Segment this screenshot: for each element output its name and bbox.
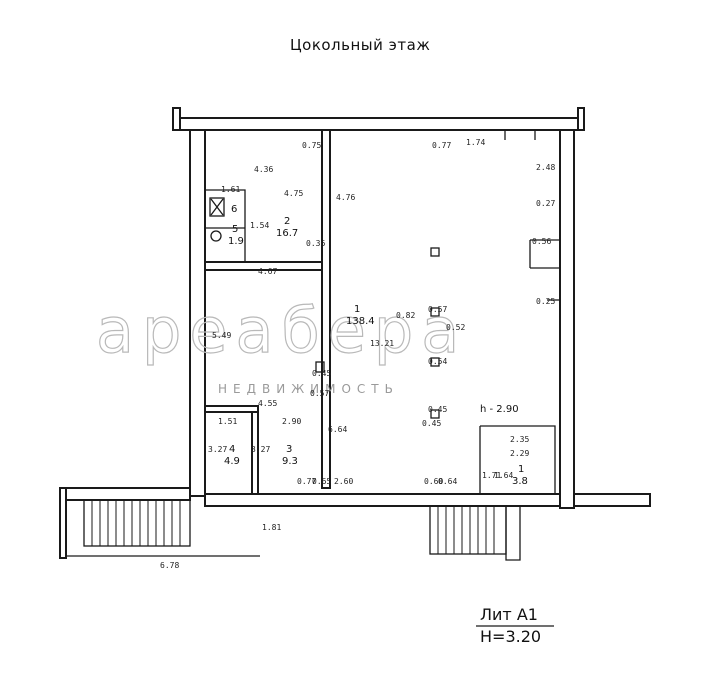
- dim-label: 4.67: [258, 267, 277, 276]
- dim-label: 0.52: [446, 323, 465, 332]
- dim-label: 2.60: [334, 477, 353, 486]
- dim-label: 0.57: [428, 305, 447, 314]
- columns: [315, 247, 440, 419]
- dim-label: 0.56: [532, 237, 551, 246]
- dim-label: 0.45: [422, 419, 441, 428]
- partitions: [204, 129, 560, 495]
- dim-label: 3.27: [208, 445, 227, 454]
- plan-title: Цокольный этаж: [290, 36, 430, 54]
- dim-label: 0.77: [432, 141, 451, 150]
- room-1-area: 138.4: [346, 316, 375, 327]
- dim-label: 2.90: [282, 417, 301, 426]
- dim-label: 1.81: [262, 523, 281, 532]
- room-3-number: 3: [286, 444, 292, 455]
- height-value: Н=3.20: [480, 627, 541, 646]
- dim-label: 4.36: [254, 165, 273, 174]
- dim-label: 1.71: [482, 471, 501, 480]
- room-2-number: 2: [284, 216, 290, 227]
- dim-label: 4.75: [284, 189, 303, 198]
- stairs-left: [66, 499, 260, 557]
- dim-label: 0.45: [428, 405, 447, 414]
- room-3-area: 9.3: [282, 456, 298, 467]
- dim-label: 0.54: [428, 357, 447, 366]
- dim-label: 1.74: [466, 138, 485, 147]
- dim-label: 1.61: [221, 185, 240, 194]
- dim-label: 2.48: [536, 163, 555, 172]
- room-1-number: 1: [354, 304, 360, 315]
- dim-label: 0.27: [536, 199, 555, 208]
- room-5-number: 5: [232, 224, 238, 235]
- lit-stamp: Лит А1 Н=3.20: [476, 605, 554, 646]
- dim-label: 0.77: [297, 477, 316, 486]
- watermark-brand: ареабера: [96, 294, 467, 367]
- stairs-right: [429, 505, 521, 561]
- dim-label: 0.82: [396, 311, 415, 320]
- lit-label: Лит А1: [480, 605, 538, 624]
- dim-label: 4.76: [336, 193, 355, 202]
- room-5-area: 1.9: [228, 236, 244, 247]
- room-2-area: 16.7: [276, 228, 298, 239]
- dim-label: 6.78: [160, 561, 179, 570]
- dim-label: 13.21: [370, 339, 394, 348]
- room-4-number: 4: [229, 444, 235, 455]
- dim-label: 4.55: [258, 399, 277, 408]
- dim-label: 0.57: [310, 389, 329, 398]
- outer-walls: [59, 107, 651, 559]
- bathroom-fixtures: [209, 197, 225, 242]
- dim-label: 2.35: [510, 435, 529, 444]
- dim-label: 0.25: [536, 297, 555, 306]
- room-labels: 1 138.4 2 16.7 3 9.3 4 4.9 5 1.9 1 3.8 6…: [224, 204, 528, 487]
- room-4-area: 4.9: [224, 456, 240, 467]
- dim-label: 1.64: [494, 471, 513, 480]
- room-6-area: 3.8: [512, 476, 528, 487]
- dim-label: 0.45: [312, 369, 331, 378]
- dim-label: 0.65: [312, 477, 331, 486]
- watermark-sub: НЕДВИЖИМОСТЬ: [218, 382, 399, 396]
- dimension-labels: 0.75 1.74 2.48 0.27 0.56 0.25 0.77 4.76 …: [160, 138, 555, 570]
- dim-label: 0.36: [306, 239, 325, 248]
- dim-label: 0.60: [424, 477, 443, 486]
- height-label: h - 2.90: [480, 404, 519, 415]
- dim-label: 5.49: [212, 331, 231, 340]
- dim-label: 6.64: [328, 425, 347, 434]
- dim-label: 3.27: [251, 445, 270, 454]
- dim-label: 2.29: [510, 449, 529, 458]
- room-7-number: 6: [231, 204, 237, 215]
- dim-label: 0.75: [302, 141, 321, 150]
- dim-label: 0.64: [438, 477, 457, 486]
- dim-label: 1.51: [218, 417, 237, 426]
- dim-label: 1.54: [250, 221, 269, 230]
- room-6-number: 1: [518, 464, 524, 475]
